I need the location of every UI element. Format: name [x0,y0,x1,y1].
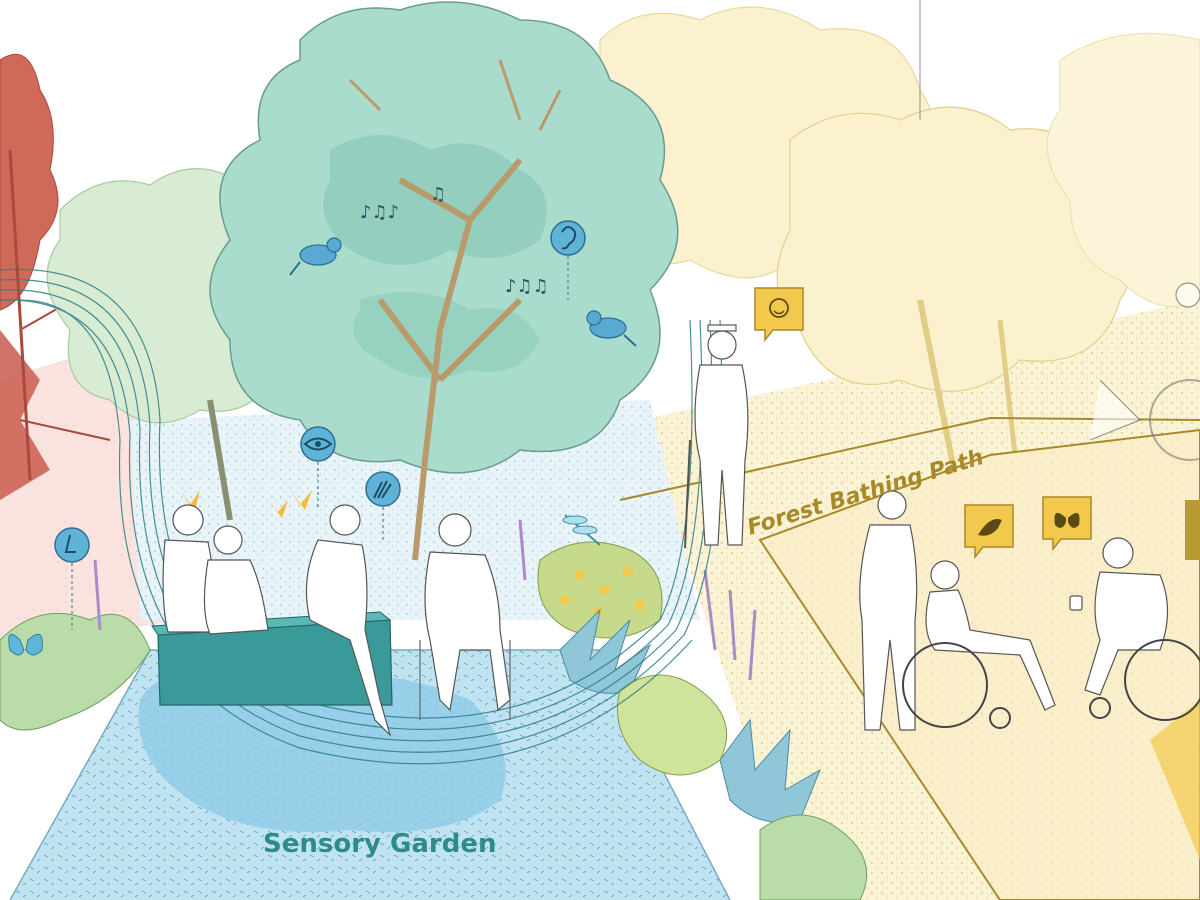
people-sensory-garden [162,504,511,738]
person-woman-chair [419,513,511,720]
man-pushing-wheelchair [859,490,918,731]
person-woman-sitting [203,525,269,635]
svg-text:♪♫♪: ♪♫♪ [360,202,399,223]
person-wheelchair-background [1089,282,1200,461]
yellow-lilies [180,490,312,518]
person-woman-reading [305,504,392,738]
plantings [0,490,868,900]
sensory-icons [54,220,586,630]
butterfly-icon [1042,496,1092,552]
bird-right [586,310,637,347]
bird-left [289,237,342,276]
person-child-left [162,504,215,633]
music-notes: ♪♫♪ ♫ ♪♫♫ [360,184,549,297]
butterfly [8,633,43,656]
dragonfly [562,514,601,546]
birds [289,237,637,347]
ear-icon [550,220,586,300]
smiley-icon [754,287,804,343]
woman-in-wheelchair [902,560,1056,729]
people-forest-path [684,282,1200,731]
man-with-cane [684,324,749,549]
hand-icon [365,471,401,540]
svg-text:♪♫♫: ♪♫♫ [505,276,549,297]
svg-text:♫: ♫ [430,184,446,205]
bird-icon [964,504,1014,560]
nose-icon [54,527,90,630]
callout-icons [754,287,1092,560]
eye-icon [300,426,336,510]
sensory-garden-label: Sensory Garden [263,829,497,859]
main-teal-tree [209,1,679,561]
man-in-wheelchair [1069,537,1200,721]
